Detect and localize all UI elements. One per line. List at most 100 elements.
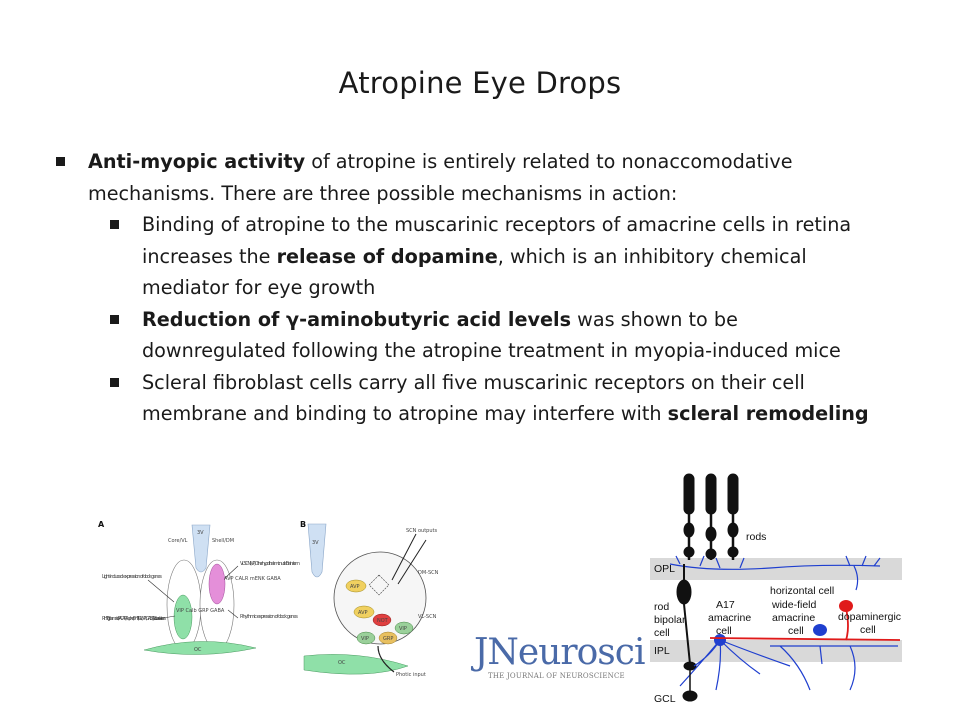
- figure-b-avp2: AVP: [358, 610, 368, 616]
- clock-node-shape: [368, 574, 390, 596]
- label-dopaminergic: dopaminergic: [838, 611, 901, 623]
- avp-cell: [345, 579, 367, 593]
- rod-terminal: [727, 546, 739, 558]
- label-wide-field: wide-field: [771, 599, 817, 611]
- figure-b-scn-outputs: SCN outputs: [406, 528, 437, 534]
- label-amacrine: amacrine: [708, 612, 751, 624]
- scn-figure-b: B 3V AVP AVP NOT VIP VIP GRP SCN outputs…: [300, 520, 439, 678]
- bullet-main-text: of atropine is entirely related to nonac…: [88, 150, 793, 205]
- figure-b-not: NOT: [377, 618, 389, 624]
- figure-b-output-arrow: [397, 539, 427, 585]
- sub-bullet-dopamine: Binding of atropine to the muscarinic re…: [110, 209, 876, 304]
- bullet-marker-icon: [110, 377, 119, 387]
- wide-field-amacrine-cell: [770, 645, 898, 691]
- figure-a-core: Core/VL: [168, 538, 188, 544]
- scn-network-circle: [333, 551, 427, 645]
- bullet-main: Anti-myopic activity of atropine is enti…: [56, 146, 876, 209]
- horizontal-cell: [669, 555, 881, 591]
- horizontal-cell-stem: [853, 565, 859, 591]
- sub-bullet-scleral-bold: scleral remodeling: [667, 402, 869, 425]
- scn-figure-a: A 3V Core/VL Shell/DM VIP Calb GRP GABA …: [98, 520, 300, 655]
- label-opl: OPL: [654, 563, 675, 575]
- figure-b-vip2: VIP: [361, 636, 369, 642]
- rod-nucleus: [727, 522, 739, 538]
- figure-a-light-text: Light-induced expression of clock genes: [102, 574, 162, 580]
- sub-bullet-gaba-post: was shown to be downregulated following …: [142, 307, 841, 363]
- sub-bullet-dopamine-post: , which is an inhibitory chemical mediat…: [142, 244, 807, 300]
- figure-a-arrow: [224, 565, 239, 579]
- horizontal-cell-process: [669, 563, 881, 570]
- bullet-marker-icon: [110, 220, 119, 229]
- rod-nucleus: [683, 522, 695, 538]
- figure-a-rht-text: RHT (glutamate, PACAP) Raphe (5-HT) IGL …: [102, 616, 166, 622]
- figure-b-output-arrow: [391, 533, 417, 581]
- figure-a-shell: Shell/DM: [212, 538, 234, 544]
- bipolar-soma: [676, 579, 692, 605]
- dopaminergic-soma: [839, 600, 853, 612]
- figure-b-vip: VIP: [399, 626, 407, 632]
- label-cell4: cell: [860, 624, 876, 636]
- logo-main-text: JNeurosci: [474, 632, 645, 673]
- label-bipolar: bipolar: [654, 614, 686, 626]
- avp-cell: [353, 605, 375, 619]
- rod-terminal: [683, 546, 695, 558]
- optic-chiasm-shape: [143, 641, 257, 655]
- logo-sub-text: THE JOURNAL OF NEUROSCIENCE: [488, 672, 625, 680]
- bullet-main-bold: Anti-myopic activity: [88, 150, 306, 173]
- label-rod: rod: [654, 601, 669, 613]
- bullet-marker-icon: [56, 157, 65, 166]
- figure-a-3v: 3V: [197, 530, 204, 536]
- jneurosci-logo: JNeurosci THE JOURNAL OF NEUROSCIENCE: [474, 632, 645, 682]
- figure-b-vlscn: VL-SCN: [418, 614, 437, 620]
- a17-processes: [679, 639, 791, 691]
- figure-b-photic: Photic input: [396, 672, 426, 678]
- figure-a-oc: OC: [194, 647, 202, 653]
- figure-b-label: B: [300, 520, 306, 529]
- horizontal-cell-dendrites: [675, 555, 881, 569]
- label-ipl: IPL: [654, 645, 670, 657]
- figure-a-label: A: [98, 520, 105, 529]
- sub-bullet-gaba: Reduction of γ-aminobutyric acid levels …: [110, 304, 876, 367]
- figure-b-grp: GRP: [383, 636, 393, 642]
- figure-a-left-cells: VIP Calb GRP GABA: [176, 608, 225, 614]
- rods-group: [683, 473, 739, 560]
- slide-title: Atropine Eye Drops: [338, 66, 622, 100]
- not-cell: [372, 613, 392, 627]
- figure-a-arrow: [147, 579, 175, 603]
- label-cell3: cell: [788, 625, 804, 637]
- figure-a-right-cells: AVP CALR mENK GABA: [224, 576, 281, 582]
- opl-band: [650, 558, 902, 580]
- figure-b-dmscn: DM-SCN: [418, 570, 439, 576]
- dopaminergic-process: [709, 637, 901, 641]
- figure-a-rhythmic-text: Rhythmic expression of clock genes: [240, 614, 298, 620]
- label-a17: A17: [716, 599, 735, 611]
- sub-bullet-dopamine-bold: release of dopamine: [276, 244, 498, 268]
- label-amacrine2: amacrine: [772, 612, 815, 624]
- bullet-marker-icon: [110, 314, 119, 324]
- sub-bullet-dopamine-pre: Binding of atropine to the muscarinic re…: [142, 213, 852, 268]
- a17-soma: [714, 634, 726, 646]
- ganglion-soma: [682, 690, 698, 702]
- scn-core-region: [173, 594, 193, 640]
- sub-bullet-gaba-bold: Reduction of γ-aminobutyric acid levels: [142, 307, 572, 331]
- third-ventricle-shape: [191, 524, 211, 573]
- figure-a-arrow: [227, 609, 239, 619]
- label-horizontal-cell: horizontal cell: [770, 585, 834, 597]
- bipolar-axon: [683, 603, 691, 665]
- rod-bipolar-cell: [676, 564, 697, 671]
- rod-nucleus: [705, 526, 717, 542]
- label-gcl: GCL: [654, 693, 676, 705]
- photic-input-arrow: [377, 645, 395, 673]
- rod-terminal: [705, 548, 717, 560]
- rod-icon: [683, 473, 695, 515]
- rod-icon: [705, 473, 717, 515]
- vip-cell: [394, 621, 414, 635]
- label-cell2: cell: [716, 625, 732, 637]
- rod-icon: [727, 473, 739, 515]
- ganglion-layer: [682, 668, 698, 702]
- label-cell: cell: [654, 627, 670, 639]
- label-rods: rods: [746, 531, 766, 543]
- figure-b-oc: OC: [338, 660, 346, 666]
- bullet-list: Anti-myopic activity of atropine is enti…: [56, 146, 876, 430]
